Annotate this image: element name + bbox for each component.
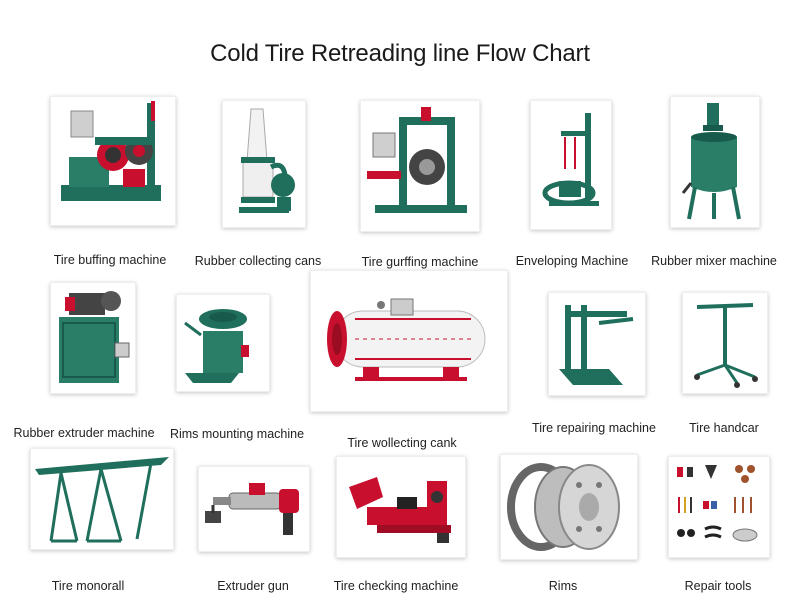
rims-mounting-icon: [184, 309, 249, 383]
extruder-machine-icon: [59, 291, 130, 383]
item-label: Tire handcar: [689, 421, 759, 435]
item-label: Tire gurffing machine: [361, 255, 479, 269]
page-title: Cold Tire Retreading line Flow Chart: [210, 40, 590, 67]
monorail-icon: [35, 457, 169, 543]
tire-repairing-machine-card: [548, 292, 646, 396]
collecting-cans-icon: [239, 108, 295, 213]
enveloping-machine-card: [530, 100, 612, 230]
extruder-gun-card: [198, 466, 310, 552]
enveloping-machine-icon: [542, 113, 599, 206]
item-label: Repair tools: [684, 579, 752, 593]
tire-monorail-card: [30, 448, 174, 550]
item-label: Rims: [548, 579, 578, 593]
item-label: Enveloping Machine: [515, 254, 629, 268]
item-label: Extruder gun: [217, 579, 289, 593]
item-label: Tire checking machine: [333, 579, 459, 593]
repair-tools-icon: [677, 465, 758, 542]
item-label: Rims mounting machine: [169, 427, 305, 441]
item-label: Tire repairing machine: [532, 421, 656, 435]
item-label: Rubber collecting cans: [194, 254, 322, 268]
rubber-collecting-cans-card: [222, 100, 306, 228]
checking-machine-icon: [349, 477, 451, 543]
item-label: Rubber extruder machine: [13, 426, 155, 440]
handcar-icon: [694, 303, 758, 388]
tire-checking-machine-card: [336, 456, 466, 558]
mixer-machine-icon: [681, 103, 741, 220]
extruder-gun-icon: [205, 483, 299, 535]
buffing-machine-icon: [61, 101, 161, 201]
tire-wollecting-cank-card: [310, 270, 508, 412]
item-label: Tire buffing machine: [53, 253, 167, 267]
gurffing-machine-icon: [367, 107, 467, 213]
tire-gurffing-machine-card: [360, 100, 480, 232]
curing-tank-icon: [327, 298, 486, 381]
rims-card: [500, 454, 638, 560]
rubber-extruder-machine-card: [50, 282, 136, 394]
tire-buffing-machine-card: [50, 96, 176, 226]
item-label: Tire monorall: [51, 579, 125, 593]
item-label: Rubber mixer machine: [651, 254, 777, 268]
repair-tools-card: [668, 456, 770, 558]
rubber-mixer-machine-card: [670, 96, 760, 228]
item-label: Tire wollecting cank: [347, 436, 457, 450]
repairing-machine-icon: [559, 305, 634, 385]
rims-mounting-machine-card: [176, 294, 270, 392]
tire-handcar-card: [682, 292, 768, 394]
rims-icon: [507, 463, 620, 551]
